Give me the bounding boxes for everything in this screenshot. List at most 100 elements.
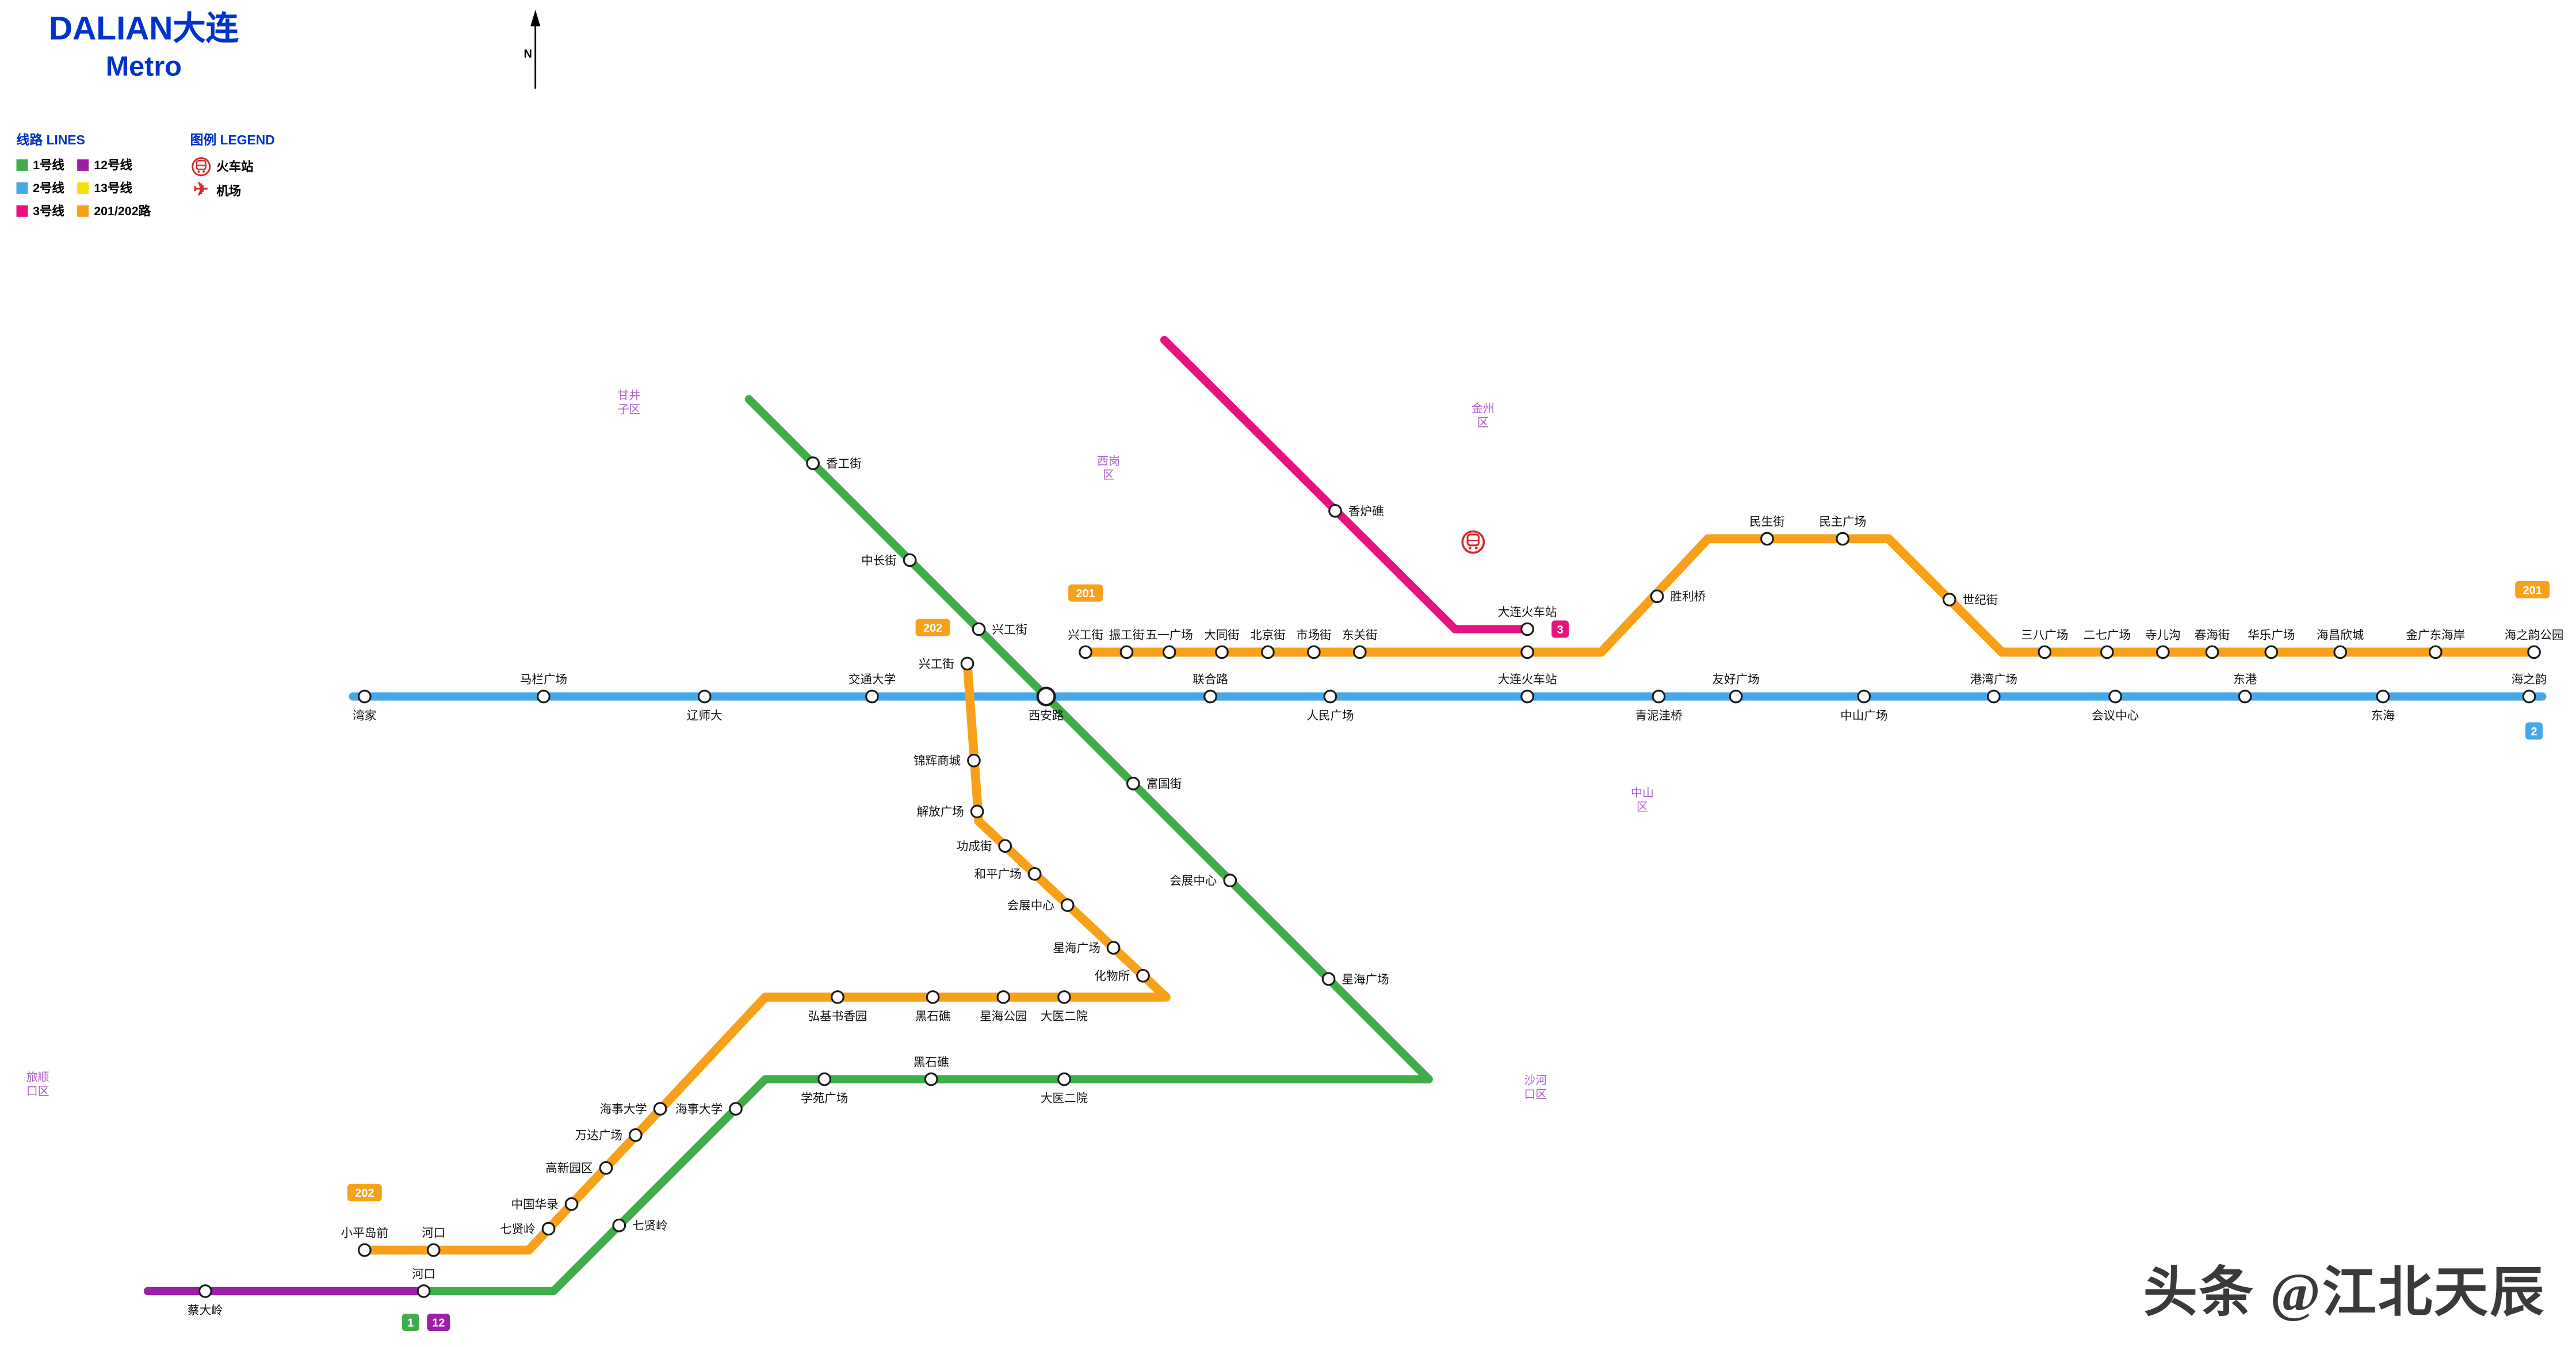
station-dot bbox=[1215, 645, 1229, 659]
station-dot bbox=[960, 657, 974, 671]
line-color-swatch bbox=[77, 159, 89, 171]
station-dot bbox=[1223, 873, 1237, 888]
legend-line-label: 1号线 bbox=[33, 158, 64, 173]
station-dot bbox=[1986, 689, 2001, 704]
station-label: 化物所 bbox=[1094, 970, 1130, 983]
station-dot bbox=[1162, 645, 1176, 659]
station-label: 马栏广场 bbox=[520, 673, 567, 686]
station-dot bbox=[924, 1072, 938, 1086]
station-label: 香工街 bbox=[826, 457, 862, 470]
station-label: 友好广场 bbox=[1713, 673, 1760, 686]
station-label: 西安路 bbox=[1029, 709, 1064, 722]
station-label: 人民广场 bbox=[1306, 709, 1354, 722]
station-dot bbox=[2238, 689, 2252, 704]
station-dot bbox=[729, 1102, 743, 1116]
legend-line-label: 3号线 bbox=[33, 204, 64, 219]
station-dot bbox=[1057, 1072, 1071, 1086]
station-dot bbox=[1119, 645, 1134, 659]
station-label: 大连火车站 bbox=[1498, 673, 1557, 686]
station-label: 会展中心 bbox=[1007, 899, 1054, 912]
metro-line-3 bbox=[1160, 335, 1532, 634]
north-arrow: N bbox=[524, 10, 541, 89]
station-label: 会议中心 bbox=[2092, 709, 2139, 722]
station-dot bbox=[1261, 645, 1275, 659]
station-dot bbox=[564, 1197, 579, 1211]
station-dot bbox=[357, 689, 372, 704]
map-title-line2: Metro bbox=[105, 51, 182, 82]
station-dot bbox=[1857, 689, 1871, 704]
station-dot bbox=[903, 553, 917, 567]
station-label: 寺儿沟 bbox=[2145, 629, 2181, 642]
station-label: 东海 bbox=[2371, 709, 2395, 722]
station-dot bbox=[2264, 645, 2279, 659]
station-dot bbox=[1307, 645, 1321, 659]
station-dot bbox=[653, 1102, 667, 1116]
station-dot bbox=[541, 1222, 556, 1236]
station-label: 大医二院 bbox=[1041, 1010, 1088, 1023]
station-label: 市场街 bbox=[1296, 629, 1332, 642]
legend-lines-heading: 线路 LINES bbox=[16, 133, 85, 148]
station-dot bbox=[998, 839, 1012, 853]
line-badge bbox=[1551, 620, 1569, 638]
station-label: 兴工街 bbox=[992, 623, 1027, 636]
line-badge-label: 201 bbox=[2523, 584, 2542, 597]
station-label: 七贤岭 bbox=[500, 1223, 536, 1236]
station-dot bbox=[1036, 686, 1056, 707]
district-label: 金州区 bbox=[1472, 402, 1495, 429]
district-label: 沙河口区 bbox=[1524, 1074, 1547, 1101]
station-label: 联合路 bbox=[1193, 673, 1228, 686]
north-label: N bbox=[524, 48, 532, 60]
station-label: 星海广场 bbox=[1341, 973, 1389, 986]
station-dot bbox=[697, 689, 712, 704]
station-label: 兴工街 bbox=[1068, 629, 1103, 642]
metro-line-202 bbox=[360, 659, 1171, 1255]
watermark: 头条 @江北天辰 bbox=[2143, 1265, 2546, 1325]
station-label: 海事大学 bbox=[600, 1102, 647, 1116]
legend-symbols-block: 图例 LEGEND 火车站✈机场 bbox=[190, 131, 275, 220]
station-dot bbox=[2527, 645, 2541, 659]
station-dot bbox=[926, 990, 940, 1004]
map-title: DALIAN大连 Metro bbox=[17, 10, 272, 85]
station-label: 海之韵 bbox=[2512, 673, 2547, 686]
station-dot bbox=[1760, 532, 1774, 546]
station-label: 东港 bbox=[2233, 673, 2257, 686]
station-label: 学苑广场 bbox=[801, 1092, 848, 1105]
line-badge bbox=[2525, 722, 2543, 740]
station-label: 二七广场 bbox=[2084, 629, 2131, 642]
legend-line-label: 12号线 bbox=[94, 158, 132, 173]
station-label: 春海街 bbox=[2195, 629, 2230, 642]
line-color-swatch bbox=[16, 159, 28, 171]
station-dot bbox=[817, 1072, 831, 1086]
station-label: 交通大学 bbox=[849, 673, 896, 686]
metro-line-1 bbox=[419, 395, 1433, 1296]
legend-symbols-list: 火车站✈机场 bbox=[190, 156, 275, 200]
station-dot bbox=[967, 753, 981, 768]
line-badge-label: 1 bbox=[407, 1317, 414, 1330]
line-color-swatch bbox=[16, 205, 28, 217]
station-label: 河口 bbox=[412, 1268, 435, 1281]
station-dot bbox=[2522, 689, 2536, 704]
station-dot bbox=[1729, 689, 1743, 704]
district-label: 旅顺口区 bbox=[26, 1071, 49, 1098]
station-dot bbox=[416, 1284, 431, 1298]
station-dot bbox=[2333, 645, 2348, 659]
station-dot bbox=[1126, 776, 1140, 791]
district-label: 甘井子区 bbox=[617, 389, 640, 416]
line-badge-label: 202 bbox=[355, 1187, 374, 1200]
legend-line-label: 13号线 bbox=[94, 181, 132, 196]
line-color-swatch bbox=[77, 182, 89, 194]
line-badge bbox=[402, 1314, 419, 1331]
map-title-line1: DALIAN大连 bbox=[48, 11, 239, 48]
station-label: 五一广场 bbox=[1146, 629, 1193, 642]
line-badge-label: 202 bbox=[923, 622, 942, 635]
station-dot bbox=[806, 456, 820, 470]
station-label: 兴工街 bbox=[919, 658, 954, 671]
station-dot bbox=[599, 1161, 613, 1175]
station-dot bbox=[1942, 593, 1956, 606]
district-label: 西岗区 bbox=[1097, 455, 1120, 482]
station-dot bbox=[1520, 689, 1534, 704]
